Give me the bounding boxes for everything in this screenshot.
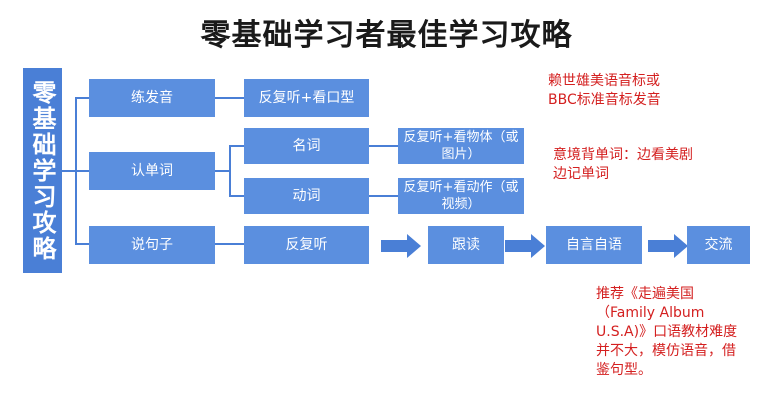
node-words: 认单词 xyxy=(89,152,215,190)
connector xyxy=(75,170,89,172)
right-arrow-icon xyxy=(505,234,545,258)
connector xyxy=(369,145,398,147)
connector xyxy=(215,97,244,99)
note-words: 意境背单词：边看美剧边记单词 xyxy=(553,147,693,182)
note-pronunciation: 赖世雄美语音标或BBC标准音标发音 xyxy=(548,73,661,108)
connector xyxy=(229,145,231,196)
node-sentences-method: 反复听 xyxy=(244,226,369,264)
node-sentences: 说句子 xyxy=(89,226,215,264)
node-noun: 名词 xyxy=(244,128,369,164)
node-verb: 动词 xyxy=(244,178,369,214)
node-noun-method: 反复听+看物体（或图片） xyxy=(398,128,524,164)
node-self-talk: 自言自语 xyxy=(546,226,642,264)
note-sentences: 推荐《走遍美国（Family Album U.S.A)》口语教材难度并不大，模仿… xyxy=(596,286,738,378)
connector xyxy=(75,243,89,245)
connector xyxy=(215,170,230,172)
right-arrow-icon xyxy=(648,234,688,258)
connector xyxy=(215,243,244,245)
connector xyxy=(369,195,398,197)
root-node: 零基础学习攻略 xyxy=(23,68,62,273)
node-pronunciation: 练发音 xyxy=(89,79,215,117)
connector xyxy=(229,145,244,147)
node-pronunciation-method: 反复听+看口型 xyxy=(244,79,369,117)
page-title: 零基础学习者最佳学习攻略 xyxy=(200,18,573,53)
connector xyxy=(229,195,244,197)
connector xyxy=(62,170,76,172)
node-follow-reading: 跟读 xyxy=(428,226,504,264)
right-arrow-icon xyxy=(381,234,421,258)
node-verb-method: 反复听+看动作（或视频） xyxy=(398,178,524,214)
connector xyxy=(75,97,89,99)
node-communication: 交流 xyxy=(687,226,750,264)
